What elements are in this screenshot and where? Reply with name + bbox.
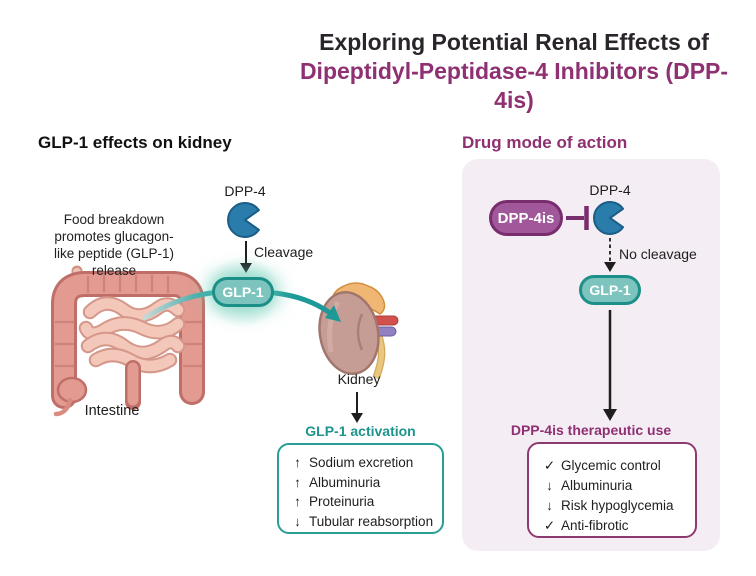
activation-item-text: Albuminuria [309,474,381,490]
therapeutic-item-row: ↓ Albuminuria [543,476,695,496]
page-title: Exploring Potential Renal Effects of Dip… [283,28,745,115]
glp1-to-kidney-arrow [272,290,341,322]
therapeutic-item-text: Anti-fibrotic [561,518,629,533]
kidney-to-activation-arrow [351,392,363,423]
therapeutic-item-row: ✓ Anti-fibrotic [543,516,695,536]
page-title-line2: Dipeptidyl-Peptidase-4 Inhibitors (DPP-4… [299,58,729,113]
intestine-to-glp1-arrow [142,290,214,321]
therapeutic-item-text: Albuminuria [561,478,633,493]
activation-item-text: Sodium excretion [309,455,414,470]
up-arrow-icon: ↑ [294,494,301,509]
down-arrow-icon: ↓ [546,498,553,513]
kidney-illustration [318,282,399,380]
glp1-badge-right: GLP-1 [579,275,641,305]
page-title-line1: Exploring Potential Renal Effects of [319,29,709,55]
left-section-heading: GLP-1 effects on kidney [38,133,232,152]
activation-item-row: ↑ Sodium excretion [291,453,442,473]
therapeutic-item-row: ✓ Glycemic control [543,456,695,476]
no-cleavage-label: No cleavage [619,246,697,262]
dpp4-label-right: DPP-4 [589,182,631,198]
intestine-illustration [51,265,205,417]
down-arrow-icon: ↓ [294,513,301,529]
therapeutic-item-row: ↓ Risk hypoglycemia [543,496,695,516]
therapeutic-box: ✓ Glycemic control ↓ Albuminuria ↓ Risk … [527,442,697,538]
therapeutic-box-heading: DPP-4is therapeutic use [510,422,672,438]
activation-item-text: Tubular reabsorption [309,513,434,529]
activation-box: ↑ Sodium excretion ↑ Albuminuria ↑ Prote… [277,443,444,534]
right-section-heading: Drug mode of action [462,133,628,152]
activation-item-row: ↑ Proteinuria [291,492,442,512]
up-arrow-icon: ↑ [294,474,301,490]
dpp4is-badge: DPP-4is [489,200,563,236]
activation-box-heading: GLP-1 activation [305,423,416,439]
activation-item-row: ↓ Tubular reabsorption [291,512,442,532]
down-arrow-icon: ↓ [546,478,553,493]
checkmark-icon: ✓ [543,458,556,473]
therapeutic-item-text: Glycemic control [561,458,661,473]
cleavage-label: Cleavage [254,244,314,260]
intestine-label: Intestine [84,403,140,419]
glp1-badge-left: GLP-1 [212,277,274,307]
checkmark-icon: ✓ [543,518,556,533]
dpp4-label-left: DPP-4 [224,183,266,199]
activation-item-row: ↑ Albuminuria [291,473,442,493]
activation-item-text: Proteinuria [309,494,375,509]
kidney-label: Kidney [337,371,381,387]
cleavage-arrow [240,241,252,273]
up-arrow-icon: ↑ [294,455,301,470]
food-breakdown-note: Food breakdown promotes glucagon- like p… [53,212,175,278]
therapeutic-item-text: Risk hypoglycemia [561,498,674,513]
dpp4-pacman-icon-left [227,202,260,238]
